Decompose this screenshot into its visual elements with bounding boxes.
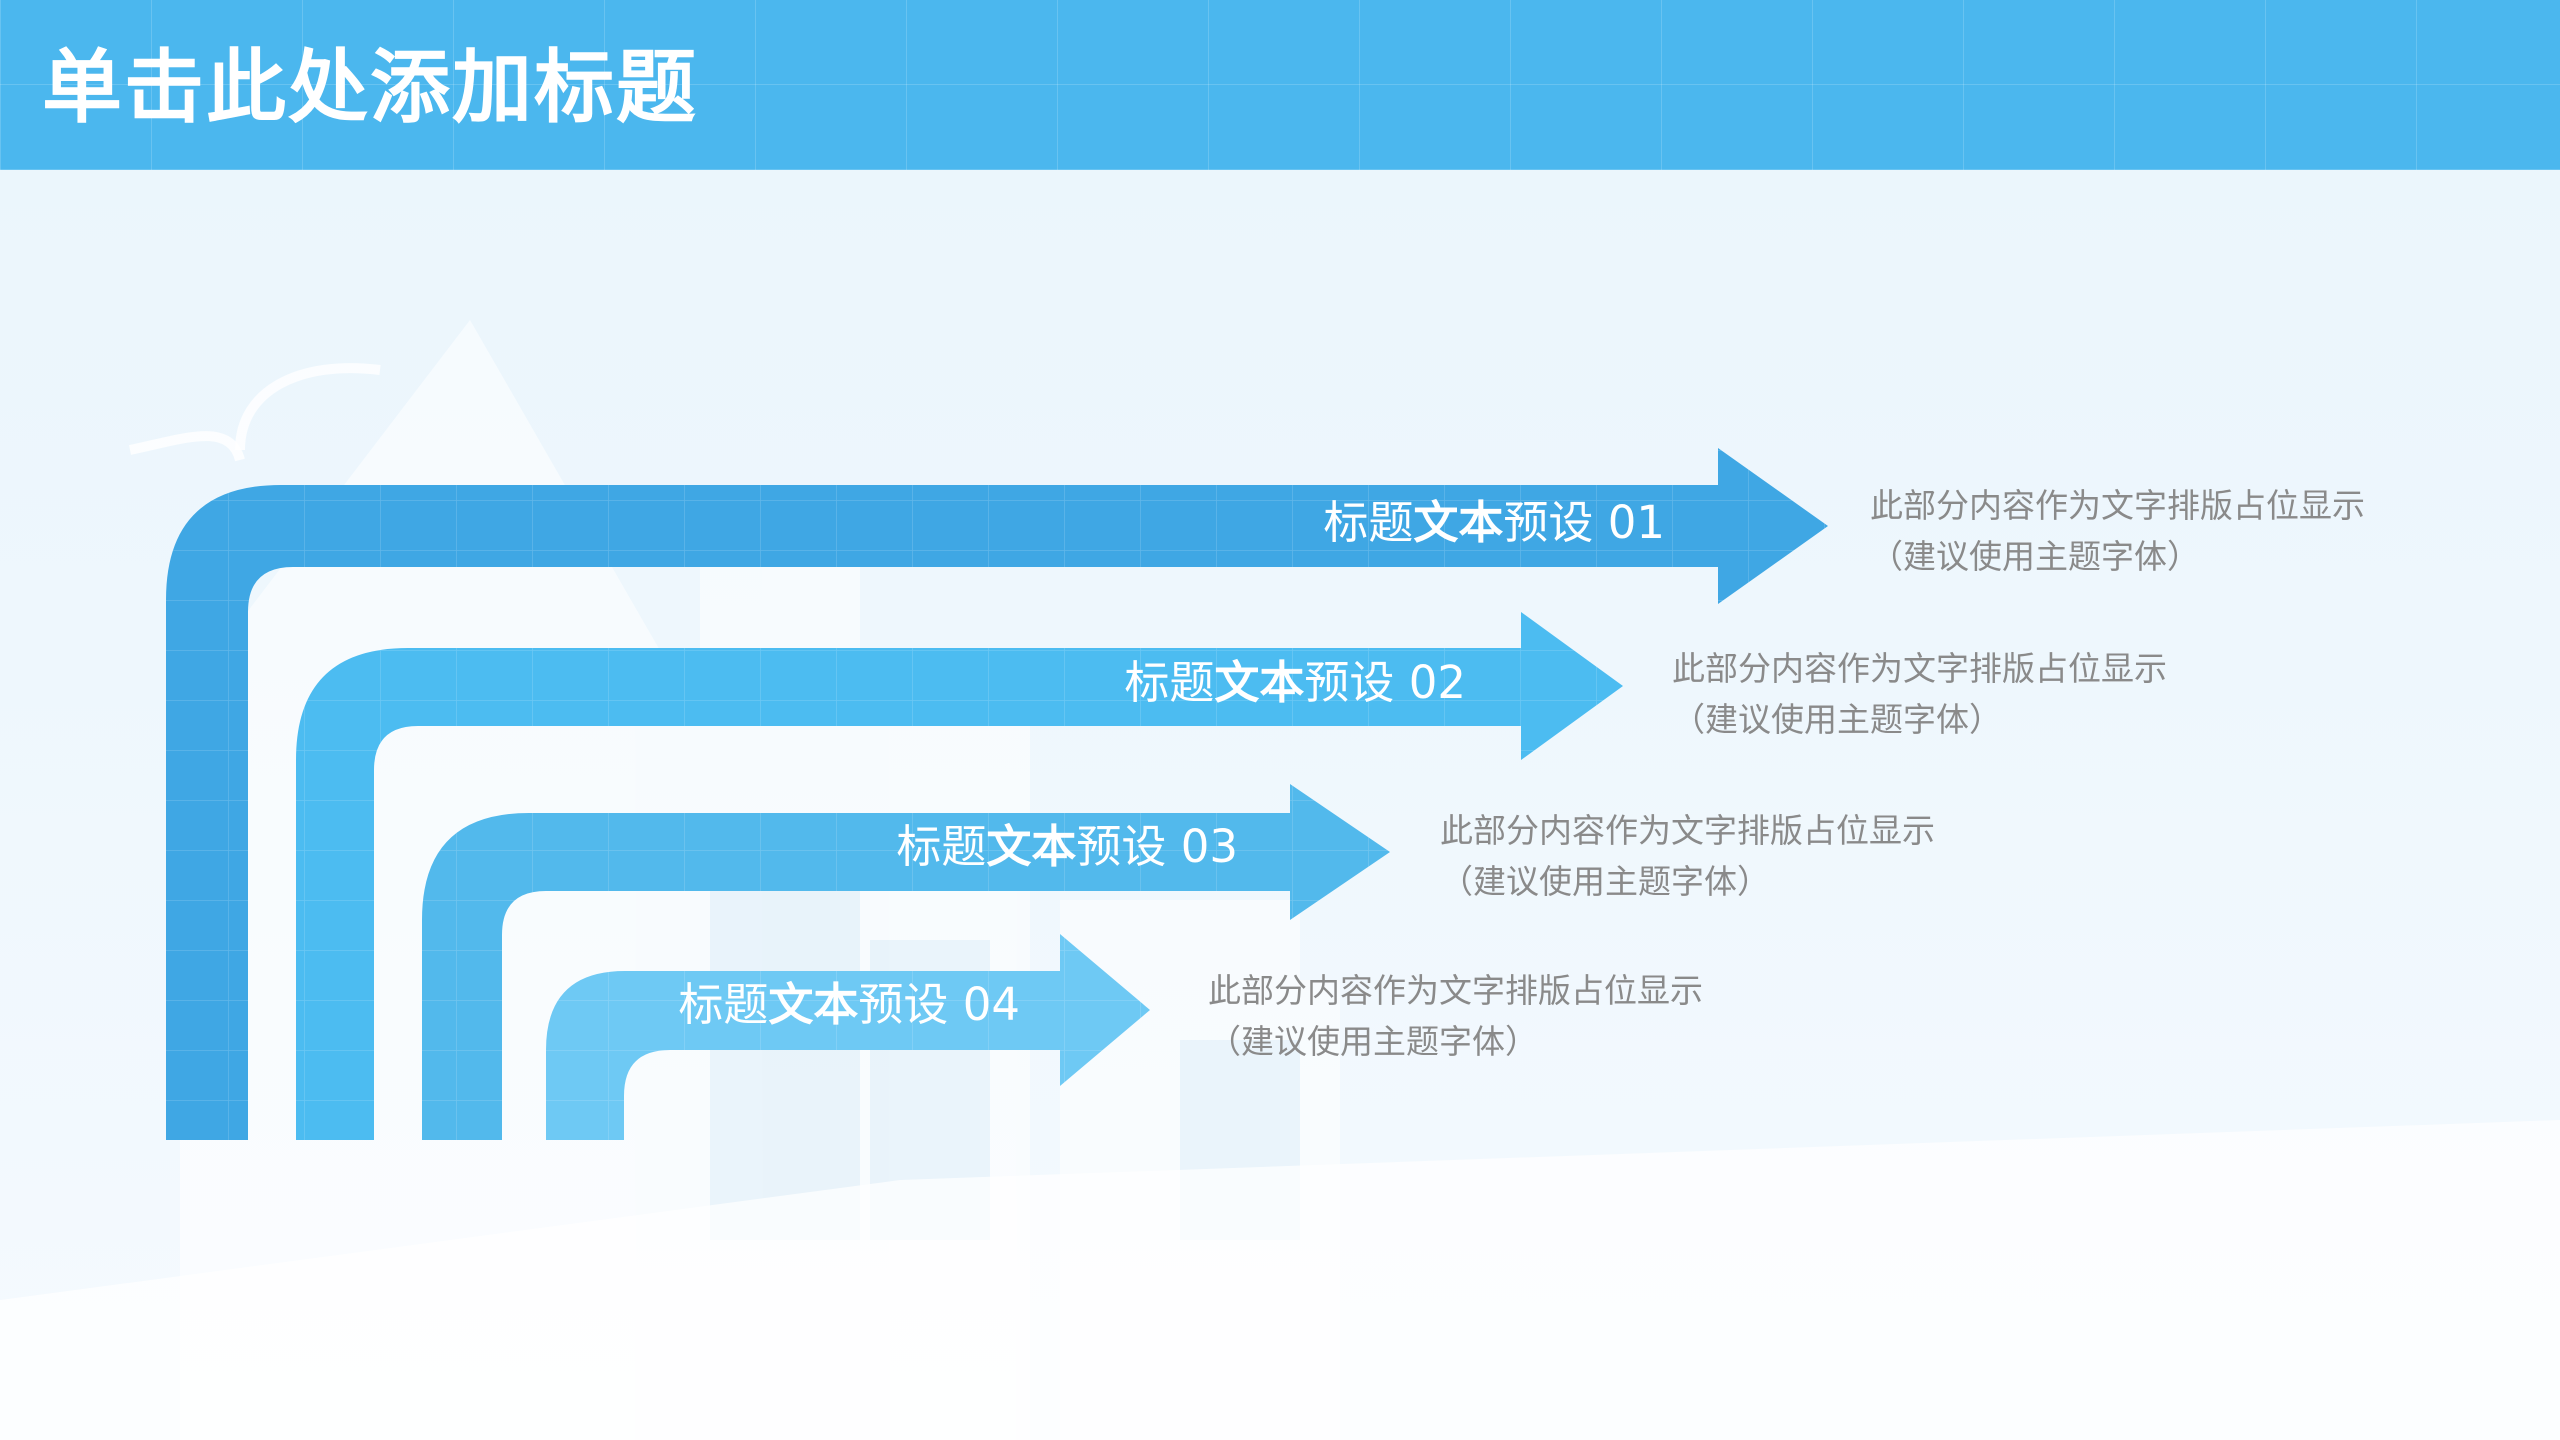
step-arrow-2[interactable]: 标题文本预设 02: [296, 612, 1623, 1140]
step-label-2: 标题文本预设 02: [1124, 656, 1466, 709]
step-description-3[interactable]: 此部分内容作为文字排版占位显示 （建议使用主题字体）: [1440, 805, 1935, 907]
description-line: 此部分内容作为文字排版占位显示: [1440, 811, 1935, 850]
step-arrow-1[interactable]: 标题文本预设 01: [166, 448, 1828, 1140]
description-line: （建议使用主题字体）: [1440, 862, 1770, 901]
description-line: （建议使用主题字体）: [1208, 1022, 1538, 1061]
step-description-1[interactable]: 此部分内容作为文字排版占位显示 （建议使用主题字体）: [1870, 480, 2365, 582]
step-label-1: 标题文本预设 01: [1323, 496, 1665, 549]
step-description-4[interactable]: 此部分内容作为文字排版占位显示 （建议使用主题字体）: [1208, 965, 1703, 1067]
step-label-3: 标题文本预设 03: [896, 820, 1238, 873]
description-line: 此部分内容作为文字排版占位显示: [1672, 649, 2167, 688]
slide-title[interactable]: 单击此处添加标题: [42, 41, 698, 134]
step-arrow-4[interactable]: 标题文本预设 04: [546, 934, 1150, 1140]
header-bar: [0, 0, 2560, 170]
description-line: 此部分内容作为文字排版占位显示: [1870, 486, 2365, 525]
description-line: （建议使用主题字体）: [1672, 700, 2002, 739]
step-description-2[interactable]: 此部分内容作为文字排版占位显示 （建议使用主题字体）: [1672, 643, 2167, 745]
step-arrow-3[interactable]: 标题文本预设 03: [422, 784, 1390, 1140]
step-label-4: 标题文本预设 04: [678, 978, 1020, 1031]
description-line: 此部分内容作为文字排版占位显示: [1208, 971, 1703, 1010]
description-line: （建议使用主题字体）: [1870, 537, 2200, 576]
